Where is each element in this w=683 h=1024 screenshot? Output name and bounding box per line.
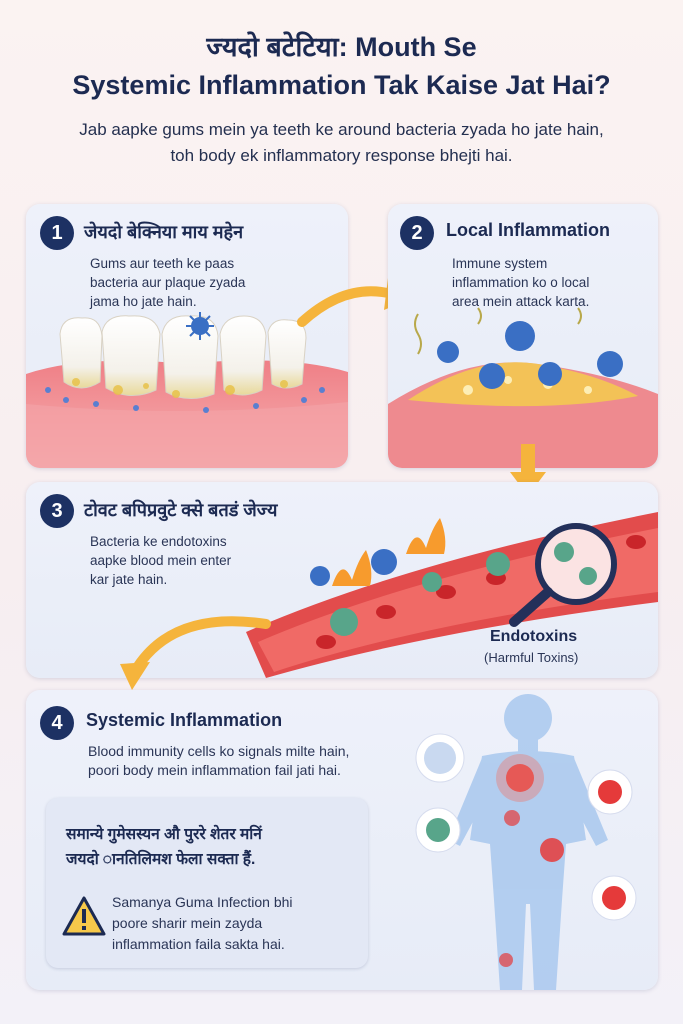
step-4-text: Blood immunity cells ko signals milte ha… bbox=[88, 742, 349, 780]
endotoxins-callout-subtitle: (Harmful Toxins) bbox=[484, 650, 579, 665]
cell-closeup-icon bbox=[415, 733, 637, 921]
step-1-text-line: Gums aur teeth ke paas bbox=[90, 256, 235, 271]
warning-icon bbox=[62, 896, 106, 936]
note-text-line: Samanya Guma Infection bhi bbox=[112, 894, 293, 910]
step-3-text-line: Bacteria ke endotoxins bbox=[90, 534, 227, 549]
human-body-figure bbox=[448, 694, 608, 990]
step-1-text: Gums aur teeth ke paas bacteria aur plaq… bbox=[90, 254, 245, 311]
title-line-1: ज्यदो बटेटिया: Mouth Se bbox=[206, 32, 477, 62]
blood-vessel-illustration bbox=[246, 512, 658, 678]
local-inflammation-illustration bbox=[388, 307, 658, 468]
endotoxins-callout-title: Endotoxins bbox=[490, 628, 578, 645]
note-text-line: poore sharir mein zayda bbox=[112, 915, 263, 931]
note-text-line: inflammation faila sakta hai. bbox=[112, 936, 285, 952]
step-2-text: Immune system inflammation ko o local ar… bbox=[452, 254, 589, 311]
step-1-panel: 1 जेयदो बेक्निया माय महेन Gums aur teeth… bbox=[26, 204, 348, 468]
step-2-number: 2 bbox=[400, 216, 434, 250]
gums-teeth-illustration bbox=[26, 312, 348, 468]
body-inflammation-illustration bbox=[415, 694, 637, 990]
step-2-text-line: Immune system bbox=[452, 256, 548, 271]
step-4-title: Systemic Inflammation bbox=[86, 710, 283, 730]
step-3-text-line: kar jate hain. bbox=[90, 572, 168, 587]
plaque-dots bbox=[72, 378, 288, 398]
step-4-number: 4 bbox=[40, 706, 74, 740]
bacteria-icon bbox=[186, 312, 214, 340]
bacteria-icon bbox=[437, 321, 623, 389]
step-2-text-line: area mein attack karta. bbox=[452, 294, 590, 309]
step-4-text-line: Blood immunity cells ko signals milte ha… bbox=[88, 743, 350, 759]
step-3-text: Bacteria ke endotoxins aapke blood mein … bbox=[90, 532, 231, 589]
subtitle-line-1: Jab aapke gums mein ya teeth ke around b… bbox=[79, 120, 604, 139]
step-1-text-line: jama ho jate hain. bbox=[90, 294, 197, 309]
step-2-title: Local Inflammation bbox=[446, 220, 611, 240]
magnifier-icon bbox=[509, 523, 617, 627]
step-3-text-line: aapke blood mein enter bbox=[90, 553, 232, 568]
bacteria-icon bbox=[310, 549, 510, 636]
subtitle-line-2: toh body ek inflammatory response bhejti… bbox=[170, 146, 513, 165]
title-line-2: Systemic Inflammation Tak Kaise Jat Hai? bbox=[72, 70, 611, 100]
bacteria-dots bbox=[45, 387, 325, 413]
note-hindi-line: जयदो ानतिलिमश फेला सक्ता हैं. bbox=[66, 851, 256, 868]
step-1-title: जेयदो बेक्निया माय महेन bbox=[84, 222, 244, 242]
note-english-text: Samanya Guma Infection bhi poore sharir … bbox=[112, 892, 362, 955]
note-hindi-line: समान्ये गुमेसस्यन औ पुररे शेतर मनिं bbox=[66, 826, 262, 843]
tooth-row bbox=[59, 315, 307, 399]
arrow-step3-to-step4 bbox=[120, 616, 271, 690]
step-4-text-line: poori body mein inflammation fail jati h… bbox=[88, 762, 341, 778]
step-3-title: टोवट बपिप्रवुटे क्से बतडं जेज्य bbox=[84, 500, 278, 520]
infographic-subtitle: Jab aapke gums mein ya teeth ke around b… bbox=[0, 117, 683, 169]
note-hindi-text: समान्ये गुमेसस्यन औ पुररे शेतर मनिं जयदो… bbox=[66, 822, 356, 872]
step-1-number: 1 bbox=[40, 216, 74, 250]
flame-icon bbox=[332, 518, 446, 586]
step-2-text-line: inflammation ko o local bbox=[452, 275, 590, 290]
warning-note-box: समान्ये गुमेसस्यन औ पुररे शेतर मनिं जयदो… bbox=[46, 798, 368, 968]
infographic-title: ज्यदो बटेटिया: Mouth Se Systemic Inflamm… bbox=[0, 28, 683, 104]
inflammation-hotspot bbox=[496, 754, 564, 967]
step-1-text-line: bacteria aur plaque zyada bbox=[90, 275, 246, 290]
step-3-panel: 3 टोवट बपिप्रवुटे क्से बतडं जेज्य Bacter… bbox=[26, 482, 658, 678]
step-2-panel: 2 Local Inflammation Immune system infla… bbox=[388, 204, 658, 468]
step-3-number: 3 bbox=[40, 494, 74, 528]
step-4-panel: 4 Systemic Inflammation Blood immunity c… bbox=[26, 690, 658, 990]
